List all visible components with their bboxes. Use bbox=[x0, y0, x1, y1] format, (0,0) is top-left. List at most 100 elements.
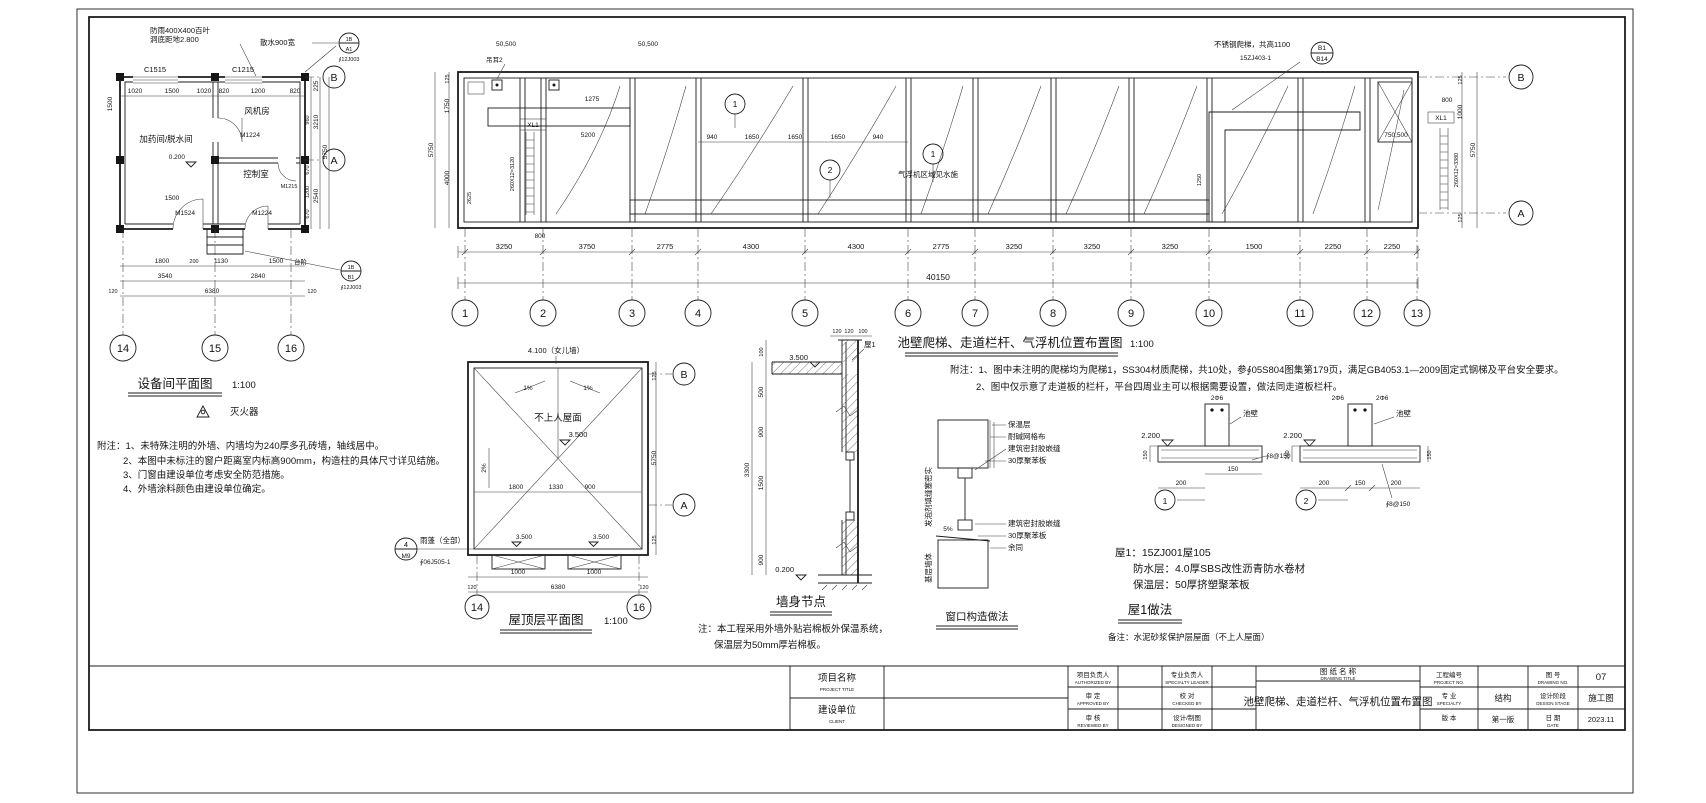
note-line: 2、图中仅示意了走道板的栏杆，平台四周业主可以根据需要设置，做法同走道板栏杆。 bbox=[976, 381, 1342, 393]
atlas-ref: ∮12J003 bbox=[339, 57, 360, 63]
dim-label: 1200 bbox=[305, 186, 311, 198]
ladder-tag: XL1 bbox=[527, 122, 539, 129]
window-construction-detail: 窗口构造做法 保温层 耐碱网格布 建筑密封胶嵌缝 30厚聚苯板 建筑密封胶嵌缝 … bbox=[923, 419, 1061, 630]
axis-letter: A bbox=[330, 155, 337, 167]
drawing-no-value: 07 bbox=[1596, 672, 1607, 683]
elevation-label: 0.200 bbox=[775, 565, 794, 574]
door-label: M1224 bbox=[240, 132, 260, 139]
drawing-no-label: 图 号 bbox=[1546, 671, 1561, 679]
approve-sub: APPROVED BY bbox=[1077, 701, 1109, 706]
dim-label: 960 bbox=[305, 115, 311, 124]
note-line: 附注：1、未特殊注明的外墙、内墙均为240厚多孔砖墙，轴线居中。 bbox=[97, 440, 384, 452]
grid-number: 15 bbox=[209, 343, 221, 355]
dim-label: 200 bbox=[1391, 480, 1402, 487]
elevation-label: 3.500 bbox=[593, 534, 610, 541]
dim-total: 40150 bbox=[926, 272, 950, 282]
pool-layout-plan: 池壁爬梯、走道栏杆、气浮机位置布置图 1:100 1 2 3 4 5 6 7 8… bbox=[428, 39, 1564, 393]
drawing-name-label: 图 纸 名 称 bbox=[1320, 666, 1357, 676]
project-no-label: 工程编号 bbox=[1436, 670, 1463, 679]
layer-label: 耐碱网格布 bbox=[1008, 431, 1046, 441]
dim-label: 120 bbox=[832, 329, 841, 335]
door-label: M1224 bbox=[252, 210, 272, 217]
dim-label: 1000 bbox=[511, 569, 526, 576]
grid-bubble-15 bbox=[201, 334, 229, 362]
elevation-label: 3.500 bbox=[569, 430, 588, 439]
sheet-frame bbox=[76, 8, 1634, 794]
dim-label: 1500 bbox=[758, 475, 765, 490]
dim-label: 900 bbox=[758, 554, 765, 565]
dim-label: 3540 bbox=[158, 273, 173, 280]
drawing-name-sub: DRAWING TITLE bbox=[1320, 676, 1355, 681]
grid-bubble-16 bbox=[626, 594, 652, 620]
specialty-sub: SPECIALTY bbox=[1437, 701, 1461, 706]
legend-fire-label: 灭火器 bbox=[230, 407, 259, 418]
lifting-lug bbox=[548, 79, 560, 91]
axis-bubble-b bbox=[1508, 64, 1534, 90]
ref-top: 1B bbox=[348, 265, 355, 271]
rebar-label: 2Φ6 bbox=[1376, 395, 1389, 402]
date-sub: DATE bbox=[1547, 723, 1559, 728]
grid-number: 13 bbox=[1411, 308, 1423, 320]
ladder-dim: 260X12=3120 bbox=[510, 157, 516, 191]
dim-label: 2250 bbox=[1384, 242, 1401, 251]
dim-label: 3250 bbox=[1162, 242, 1179, 251]
dim-label: 1000 bbox=[1457, 104, 1464, 119]
rebar-detail-2: 2.200 2Φ6 2Φ6 池壁 150 150 200 150 200 ∮8@… bbox=[1283, 395, 1433, 511]
rebar-detail-1: 2.200 2Φ6 池壁 150 150 200 ∮8@150 1 bbox=[1141, 395, 1291, 511]
dim-label: 900 bbox=[758, 426, 765, 437]
dim-label: 670 bbox=[305, 209, 311, 218]
method-line: 屋1：15ZJ001屋105 bbox=[1115, 547, 1211, 559]
dim-label: 125 bbox=[652, 371, 658, 380]
wall-label: 池壁 bbox=[1243, 408, 1259, 418]
slope-label: 1% bbox=[583, 385, 593, 392]
fire-extinguisher-icon bbox=[196, 405, 210, 418]
dim-label: 125 bbox=[652, 535, 658, 544]
detail-number: 2 bbox=[1304, 496, 1309, 506]
roof1-method-block: 屋1：15ZJ001屋105 防水层：4.0厚SBS改性沥青防水卷材 保温层：5… bbox=[1108, 547, 1306, 642]
walkway-slab-right bbox=[1208, 111, 1361, 223]
dim-label: 1200 bbox=[251, 88, 266, 95]
surface-label: 不上人屋面 bbox=[534, 413, 582, 424]
rebar-label: 2Φ6 bbox=[1211, 395, 1224, 402]
approve-label: 审 定 bbox=[1086, 691, 1101, 700]
ref-bot: B1 bbox=[348, 275, 355, 281]
dim-label: 800 bbox=[1442, 97, 1453, 104]
grid-bubble-14 bbox=[464, 594, 490, 620]
remark-line: 备注：水泥砂浆保护层屋面（不上人屋面） bbox=[1108, 632, 1270, 642]
dim-label: 1750 bbox=[444, 98, 451, 113]
dim-label: 225 bbox=[313, 80, 320, 91]
dim-label: 150 bbox=[1427, 450, 1433, 459]
drawing-no-sub: DRAWING NO. bbox=[1538, 680, 1569, 685]
dim-label: 125 bbox=[1458, 213, 1464, 222]
dim-label: 125 bbox=[1458, 75, 1464, 84]
dim-label: 1500 bbox=[107, 96, 114, 111]
dim-label: 1650 bbox=[788, 134, 803, 141]
section-number: 1 bbox=[931, 149, 936, 159]
version-label: 版 本 bbox=[1442, 713, 1457, 722]
dim-label: 1500 bbox=[165, 195, 180, 202]
pm-sub: AUTHORIZED BY bbox=[1075, 680, 1112, 685]
dim-label: 940 bbox=[873, 134, 884, 141]
dim-label: 900 bbox=[585, 484, 596, 491]
note-line: 附注：1、图中未注明的爬梯均为爬梯1，SS304材质爬梯，共10处，参∮05S8… bbox=[950, 364, 1564, 376]
detail-title: 屋1做法 bbox=[1128, 602, 1172, 617]
elevation-label: 3.500 bbox=[789, 353, 808, 362]
check-sub: CHECKED BY bbox=[1172, 701, 1201, 706]
layer-label: 建筑密封胶嵌缝 bbox=[1008, 518, 1061, 528]
ladder-note: 不锈钢爬梯，共高1100 bbox=[1214, 39, 1290, 49]
plan-title: 设备间平面图 bbox=[137, 376, 212, 391]
dim-label: 1500 bbox=[1246, 242, 1263, 251]
window-label: C1215 bbox=[232, 65, 254, 74]
axis-letter: A bbox=[1517, 208, 1524, 220]
plan-scale: 1:100 bbox=[1130, 339, 1154, 350]
dim-label: 5200 bbox=[581, 132, 596, 139]
detail-title: 墙身节点 bbox=[776, 594, 826, 609]
dim-label: 1800 bbox=[509, 484, 524, 491]
review-sub: REVIEWED BY bbox=[1077, 723, 1108, 728]
slope-label: 1% bbox=[523, 385, 533, 392]
walkway-slab-left bbox=[487, 107, 631, 127]
stairs-symbol bbox=[206, 229, 244, 255]
rebar-spacing: ∮8@150 bbox=[1386, 501, 1411, 508]
dim-label: 50,500 bbox=[638, 41, 658, 48]
dim-label: 3750 bbox=[579, 242, 596, 251]
